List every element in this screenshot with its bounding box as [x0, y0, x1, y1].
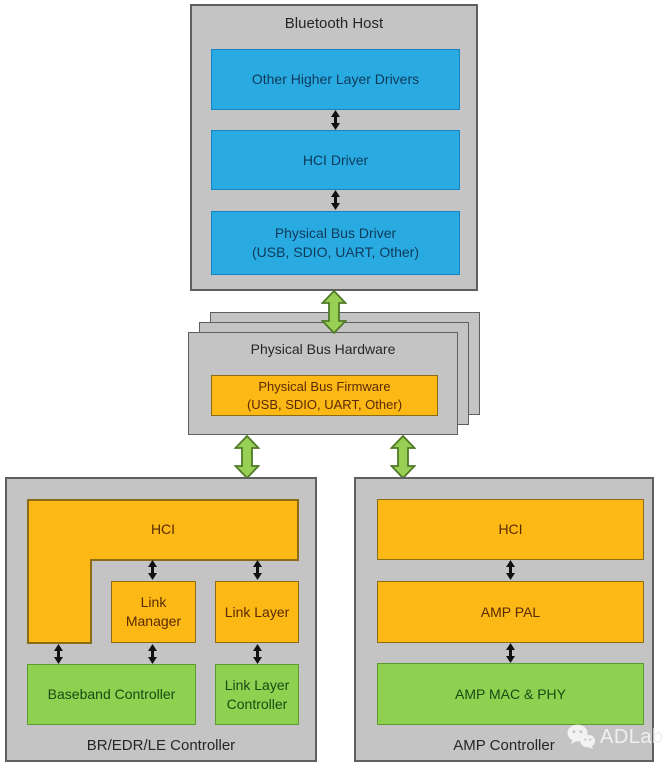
amp-controller-title: AMP Controller — [453, 737, 555, 754]
double-arrow-icon — [331, 110, 340, 130]
double-arrow-icon — [253, 644, 262, 664]
bluetooth-host-panel: Bluetooth Host Other Higher Layer Driver… — [190, 4, 478, 291]
box-label-line: Link Layer — [224, 676, 290, 693]
baseband-controller-box: Baseband Controller — [27, 664, 196, 725]
box-label: Other Higher Layer Drivers — [251, 71, 420, 87]
hci-driver-box: HCI Driver — [211, 130, 460, 190]
physical-bus-hardware-title: Physical Bus Hardware — [250, 341, 396, 357]
hci-l-shape-box — [27, 499, 299, 644]
double-arrow-icon — [331, 190, 340, 210]
box-label-line: (USB, SDIO, UART, Other) — [246, 396, 403, 412]
amp-mac-phy-box: AMP MAC & PHY — [377, 663, 644, 725]
green-double-arrow-icon — [390, 435, 416, 479]
watermark: ADLab — [566, 723, 664, 751]
box-label: HCI Driver — [302, 151, 369, 168]
bredr-le-controller-panel: HCI Link Manager Link Layer Baseband Con… — [5, 477, 317, 762]
amp-pal-box: AMP PAL — [377, 581, 644, 643]
box-label-line: Link — [140, 594, 167, 610]
double-arrow-icon — [148, 644, 157, 664]
bluetooth-host-title: Bluetooth Host — [284, 15, 384, 32]
wechat-icon — [567, 724, 596, 750]
green-double-arrow-icon — [321, 290, 347, 334]
watermark-label: ADLab — [600, 725, 664, 748]
box-label-line: Controller — [226, 695, 288, 712]
double-arrow-icon — [253, 560, 262, 580]
amp-controller-panel: HCI AMP PAL AMP MAC & PHY AMP Controller — [354, 477, 654, 762]
double-arrow-icon — [148, 560, 157, 580]
physical-bus-firmware-box: Physical Bus Firmware (USB, SDIO, UART, … — [211, 375, 438, 416]
bredr-le-controller-title: BR/EDR/LE Controller — [86, 737, 236, 754]
box-label-line: Physical Bus Firmware — [258, 378, 391, 394]
physical-bus-driver-box: Physical Bus Driver (USB, SDIO, UART, Ot… — [211, 211, 460, 275]
other-higher-layer-drivers-box: Other Higher Layer Drivers — [211, 49, 460, 110]
link-layer-controller-box: Link Layer Controller — [215, 664, 299, 725]
box-label-line: Physical Bus Driver — [274, 225, 397, 241]
green-double-arrow-icon — [234, 435, 260, 479]
double-arrow-icon — [506, 560, 515, 580]
double-arrow-icon — [54, 644, 63, 664]
amp-hci-box: HCI — [377, 499, 644, 560]
box-label-line: Manager — [125, 613, 182, 629]
link-layer-box: Link Layer — [215, 581, 299, 643]
double-arrow-icon — [506, 643, 515, 663]
link-manager-box: Link Manager — [111, 581, 196, 643]
box-label-line: (USB, SDIO, UART, Other) — [252, 244, 419, 260]
hci-label: HCI — [150, 521, 176, 537]
bus-hardware-card-front: Physical Bus Hardware Physical Bus Firmw… — [188, 332, 458, 435]
